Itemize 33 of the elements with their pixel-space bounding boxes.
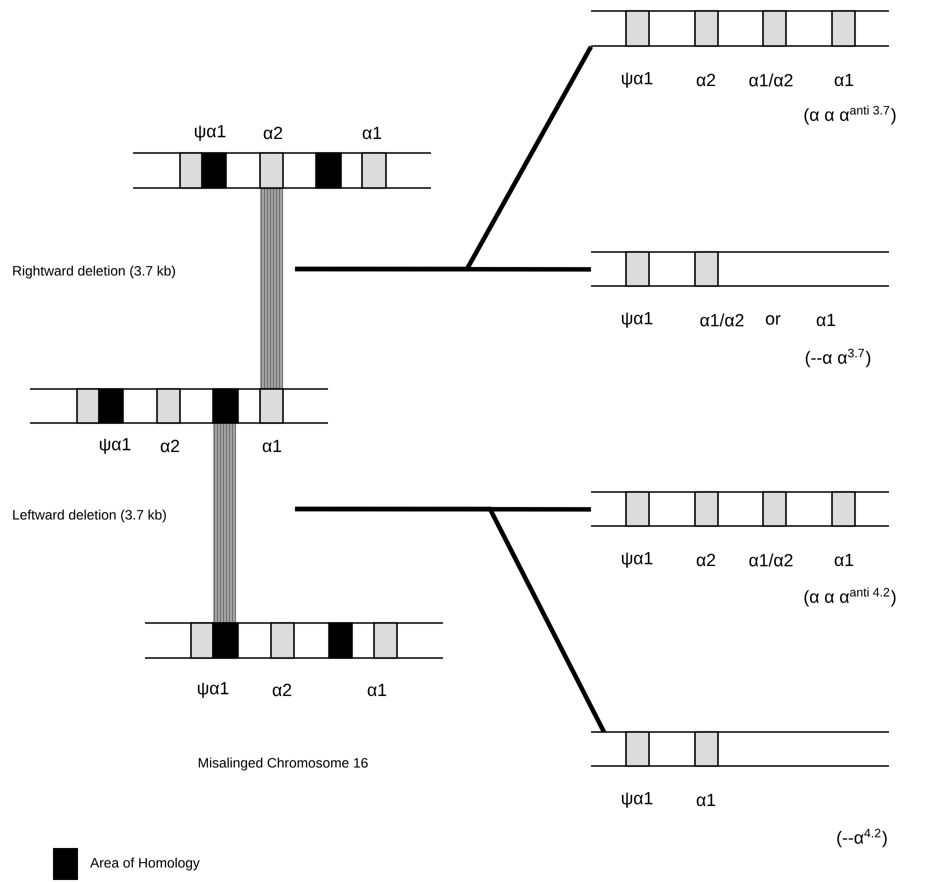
legend-label: Area of Homology [90, 858, 200, 870]
gene-label: ψα1 [622, 72, 652, 88]
deletion-label: Leftward deletion (3.7 kb) [13, 510, 166, 522]
gene-label: ψα1 [198, 682, 228, 698]
gene-label: α2 [272, 684, 292, 696]
gene-label: α1 [834, 74, 854, 86]
gene-label: ψα1 [622, 552, 652, 568]
genotype-label: (--α α$^{3.7}$) [806, 348, 870, 368]
gene-label: α1/α2 [749, 554, 792, 566]
gene-label: α2 [696, 74, 716, 86]
gene-label: α1 [834, 554, 854, 566]
gene-label: α1 [368, 684, 386, 696]
gene-label: ψα1 [622, 792, 652, 808]
gene-label: α2 [160, 440, 180, 452]
gene-label: α1/α2 [749, 74, 792, 86]
gene-label: α1 [262, 440, 282, 452]
gene-label: α2 [696, 554, 716, 566]
caption: Misalinged Chromosome 16 [198, 758, 368, 770]
genotype-label: (--α$^{4.2}$) [837, 828, 887, 848]
gene-label: α1 [696, 794, 716, 806]
gene-label: or [766, 315, 781, 325]
genotype-label: (α α α$^{anti 4.2}$) [804, 588, 896, 606]
genotype-label: (α α α$^{anti 3.7}$) [804, 106, 896, 124]
gene-label: ψα1 [622, 312, 652, 328]
gene-label: ψα1 [194, 125, 226, 141]
gene-label: α2 [264, 126, 282, 140]
gene-label: α1 [816, 314, 836, 326]
gene-label: α1 [362, 126, 382, 140]
connector-line [295, 506, 606, 734]
connector-line [295, 266, 591, 272]
deletion-label: Rightward deletion (3.7 kb) [13, 266, 175, 278]
gene-label: α1/α2 [700, 314, 744, 326]
gene-label: ψα1 [100, 438, 130, 454]
